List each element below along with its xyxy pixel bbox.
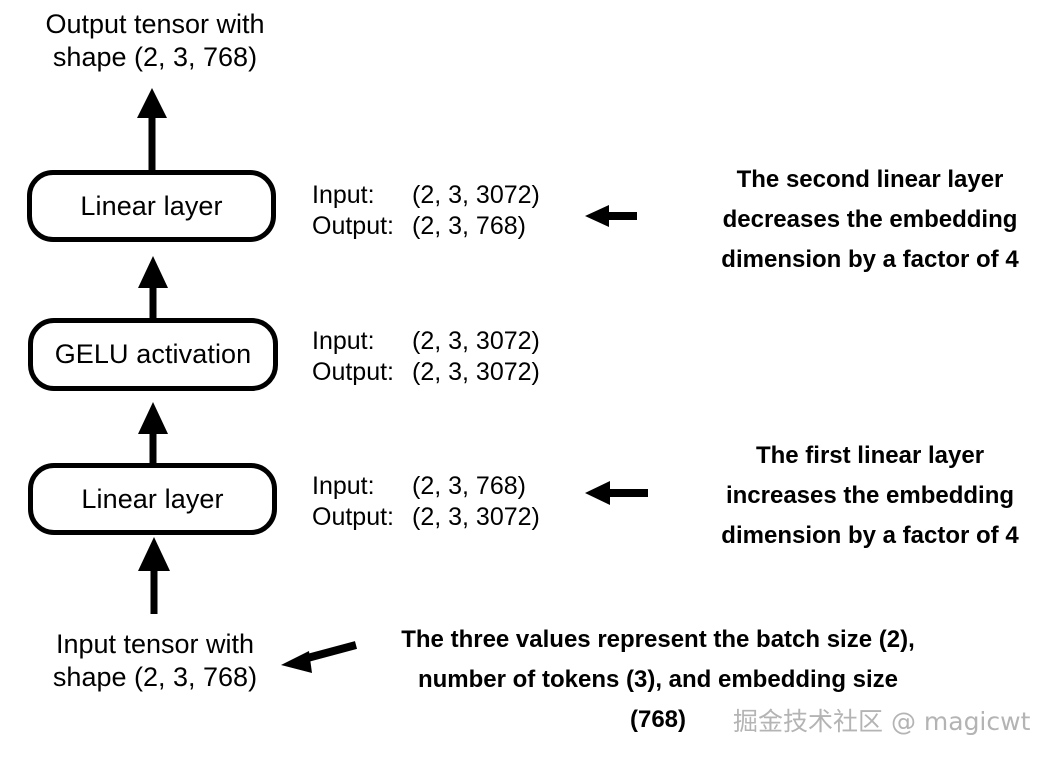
arrow-left-second-linear — [585, 205, 637, 227]
input-tensor-caption: Input tensor with shape (2, 3, 768) — [52, 629, 258, 692]
flow-box-linear-layer-top[interactable]: Linear layer — [27, 170, 276, 242]
flow-box-label: GELU activation — [54, 339, 252, 369]
io-input-value: (2, 3, 768) — [412, 472, 526, 500]
arrow-up-linear-bottom-to-gelu — [138, 402, 168, 463]
arrow-left-first-linear — [585, 481, 648, 505]
io-labels-linear-layer-top: Input: (2, 3, 3072) Output: (2, 3, 768) — [312, 180, 540, 242]
arrow-up-gelu-to-linear-top — [138, 256, 168, 318]
arrow-up-input-to-linear-bottom — [138, 537, 170, 614]
io-output-value: (2, 3, 768) — [412, 212, 526, 240]
io-output-key: Output: — [312, 503, 394, 531]
io-input-value: (2, 3, 3072) — [412, 181, 540, 209]
io-row-input: Input: (2, 3, 3072) — [312, 326, 540, 357]
flow-box-gelu-activation[interactable]: GELU activation — [28, 318, 278, 391]
annotation-three-values: The three values represent the batch siz… — [401, 626, 915, 733]
watermark: 掘金技术社区 @ magicwt — [733, 707, 1031, 736]
io-row-output: Output: (2, 3, 768) — [312, 211, 540, 242]
flow-box-label: Linear layer — [81, 483, 224, 514]
io-labels-linear-layer-bottom: Input: (2, 3, 768) Output: (2, 3, 3072) — [312, 471, 540, 533]
io-row-input: Input: (2, 3, 3072) — [312, 180, 540, 211]
io-output-key: Output: — [312, 212, 394, 240]
io-output-key: Output: — [312, 358, 394, 386]
arrow-up-to-output — [137, 88, 167, 170]
io-input-value: (2, 3, 3072) — [412, 327, 540, 355]
output-tensor-caption: Output tensor with shape (2, 3, 768) — [45, 9, 265, 72]
io-output-value: (2, 3, 3072) — [412, 358, 540, 386]
io-input-key: Input: — [312, 472, 375, 500]
annotation-first-linear-layer: The first linear layer increases the emb… — [721, 442, 1019, 549]
io-input-key: Input: — [312, 181, 375, 209]
io-output-value: (2, 3, 3072) — [412, 503, 540, 531]
io-labels-gelu-activation: Input: (2, 3, 3072) Output: (2, 3, 3072) — [312, 326, 540, 388]
io-row-input: Input: (2, 3, 768) — [312, 471, 540, 502]
flow-box-label: Linear layer — [80, 190, 223, 221]
io-input-key: Input: — [312, 327, 375, 355]
annotation-second-linear-layer: The second linear layer decreases the em… — [721, 166, 1019, 273]
io-row-output: Output: (2, 3, 3072) — [312, 357, 540, 388]
io-row-output: Output: (2, 3, 3072) — [312, 502, 540, 533]
flow-box-linear-layer-bottom[interactable]: Linear layer — [28, 463, 277, 535]
